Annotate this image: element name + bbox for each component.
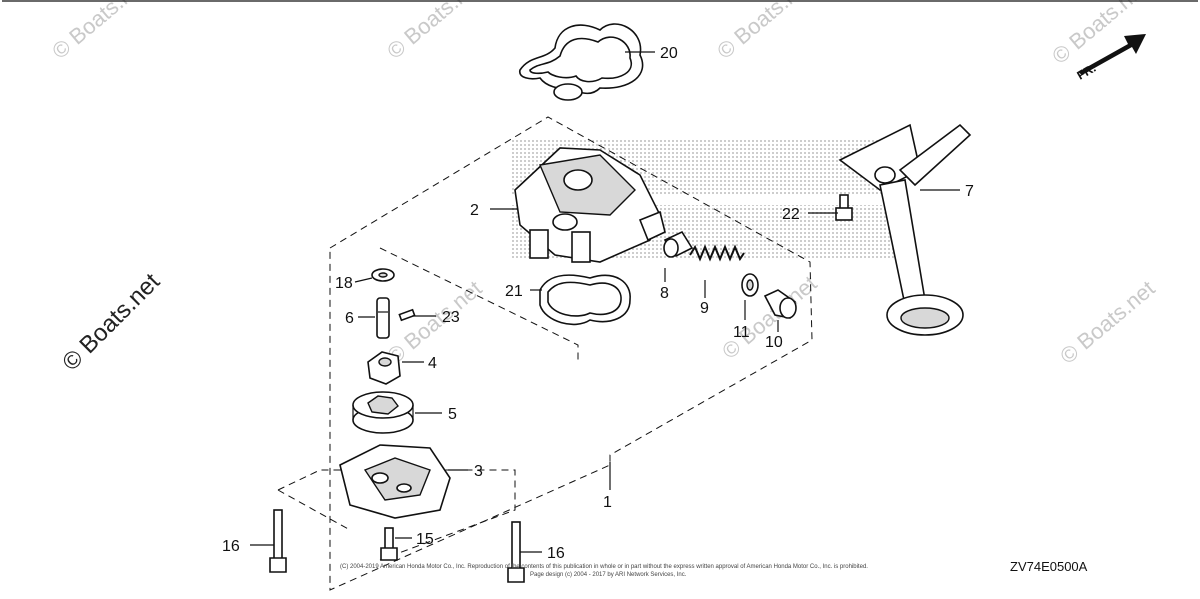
bolt-long-right [507, 521, 525, 583]
part-label-16-right[interactable]: 16 [547, 545, 565, 562]
pump-shaft [376, 297, 390, 339]
outer-rotor [352, 391, 414, 434]
part-label-6[interactable]: 6 [345, 310, 354, 327]
part-label-2[interactable]: 2 [470, 202, 479, 219]
part-label-20[interactable]: 20 [660, 45, 678, 62]
dowel-pin [398, 308, 416, 322]
diagram-code: ZV74E0500A [1010, 559, 1088, 574]
watermark: © Boats.net [1055, 276, 1159, 369]
pump-body [514, 147, 666, 263]
leader-lines [250, 51, 960, 553]
inner-rotor [367, 351, 401, 385]
copyright-line-2: Page design (c) 2004 - 2017 by ARI Netwo… [530, 572, 687, 578]
part-label-1[interactable]: 1 [603, 494, 612, 511]
part-number-labels: 20 2 8 9 11 10 7 22 21 18 6 23 4 5 3 1 1… [222, 45, 974, 562]
part-label-9[interactable]: 9 [700, 300, 709, 317]
assembly-outline [277, 116, 813, 591]
part-label-23[interactable]: 23 [442, 309, 460, 326]
part-label-4[interactable]: 4 [428, 355, 437, 372]
part-label-22[interactable]: 22 [782, 206, 800, 223]
part-label-11[interactable]: 11 [733, 324, 750, 341]
part-label-16-left[interactable]: 16 [222, 538, 240, 555]
part-label-10[interactable]: 10 [765, 334, 783, 351]
part-label-7[interactable]: 7 [965, 183, 974, 200]
watermark: © Boats.net [47, 0, 151, 64]
part-label-8[interactable]: 8 [660, 285, 669, 302]
oil-strainer [838, 123, 972, 336]
gasket-lower [539, 274, 631, 326]
part-label-3[interactable]: 3 [474, 463, 483, 480]
relief-valve-piston [663, 230, 694, 258]
part-label-21[interactable]: 21 [505, 283, 523, 300]
shaft-washer [371, 268, 395, 282]
pump-cover [339, 444, 451, 519]
gasket-top [519, 23, 644, 101]
spring [689, 244, 745, 262]
part-label-18[interactable]: 18 [335, 275, 353, 292]
plug-bolt [763, 289, 797, 319]
part-label-15[interactable]: 15 [416, 531, 434, 548]
bolt-long-left [269, 509, 287, 573]
watermark-dark: © Boats.net [57, 268, 165, 376]
watermark: © Boats.net [382, 0, 486, 64]
bolt-short [380, 527, 398, 561]
watermark: © Boats.net [1047, 0, 1151, 69]
watermark: © Boats.net [712, 0, 816, 64]
copyright-line-1: (C) 2004-2019 American Honda Motor Co., … [340, 564, 868, 570]
washer [741, 273, 759, 297]
footer: (C) 2004-2019 American Honda Motor Co., … [340, 559, 1088, 578]
part-label-5[interactable]: 5 [448, 406, 457, 423]
bolt-small [835, 194, 853, 221]
